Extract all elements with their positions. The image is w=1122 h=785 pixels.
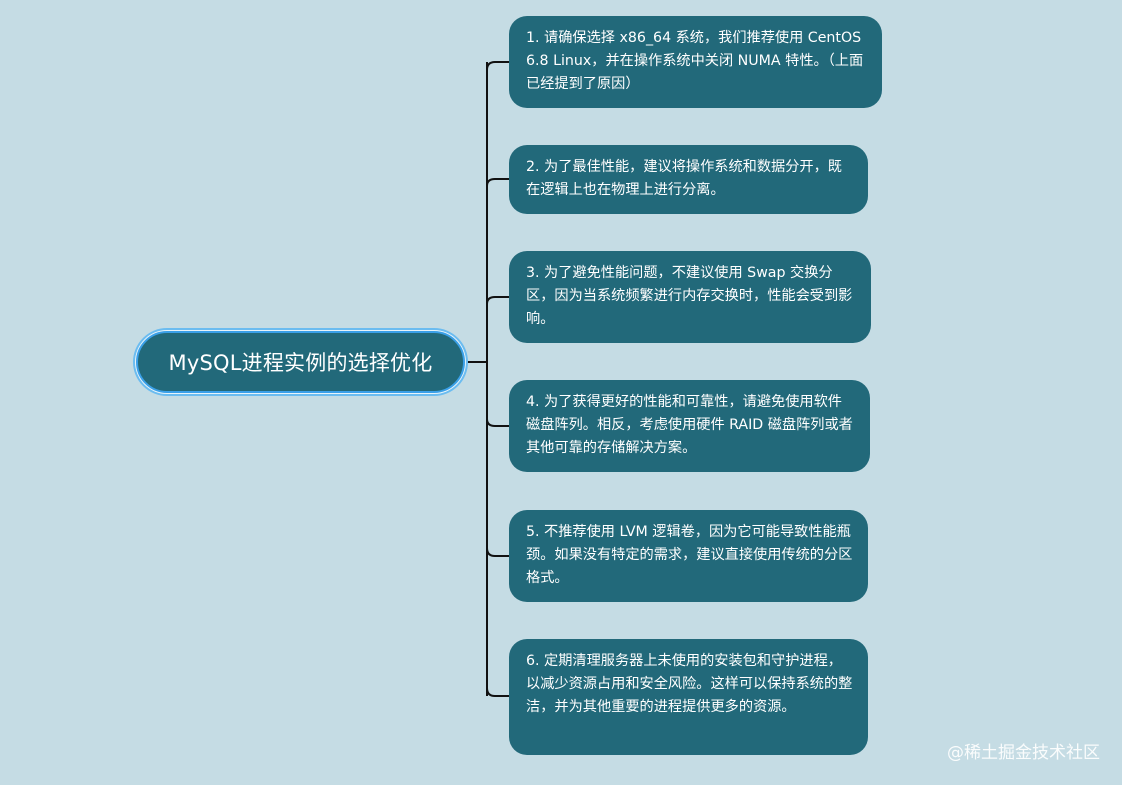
branch-node-4-text: 4. 为了获得更好的性能和可靠性，请避免使用软件磁盘阵列。相反，考虑使用硬件 R… <box>526 394 853 456</box>
branch-node-5-text: 5. 不推荐使用 LVM 逻辑卷，因为它可能导致性能瓶颈。如果没有特定的需求，建… <box>526 524 853 586</box>
branch-connector-5 <box>486 547 509 557</box>
branch-node-5[interactable]: 5. 不推荐使用 LVM 逻辑卷，因为它可能导致性能瓶颈。如果没有特定的需求，建… <box>509 510 868 602</box>
branch-connector-2 <box>486 178 509 187</box>
branch-node-1-text: 1. 请确保选择 x86_64 系统，我们推荐使用 CentOS 6.8 Lin… <box>526 30 864 92</box>
watermark-text: @稀土掘金技术社区 <box>947 743 1100 763</box>
branch-node-3[interactable]: 3. 为了避免性能问题，不建议使用 Swap 交换分区，因为当系统频繁进行内存交… <box>509 251 871 343</box>
branch-node-4[interactable]: 4. 为了获得更好的性能和可靠性，请避免使用软件磁盘阵列。相反，考虑使用硬件 R… <box>509 380 870 472</box>
branch-node-6[interactable]: 6. 定期清理服务器上未使用的安装包和守护进程，以减少资源占用和安全风险。这样可… <box>509 639 868 755</box>
branch-connector-4 <box>486 418 509 427</box>
root-topic-node[interactable]: MySQL进程实例的选择优化 <box>136 331 465 393</box>
branch-node-6-text: 6. 定期清理服务器上未使用的安装包和守护进程，以减少资源占用和安全风险。这样可… <box>526 653 853 715</box>
branch-connector-6 <box>486 687 509 697</box>
branch-node-3-text: 3. 为了避免性能问题，不建议使用 Swap 交换分区，因为当系统频繁进行内存交… <box>526 265 853 327</box>
branch-connector-3 <box>486 296 509 305</box>
root-topic-label: MySQL进程实例的选择优化 <box>168 351 433 375</box>
branch-node-2[interactable]: 2. 为了最佳性能，建议将操作系统和数据分开，既在逻辑上也在物理上进行分离。 <box>509 145 868 214</box>
branch-connector-1 <box>486 61 509 71</box>
branch-node-2-text: 2. 为了最佳性能，建议将操作系统和数据分开，既在逻辑上也在物理上进行分离。 <box>526 159 842 198</box>
branch-node-1[interactable]: 1. 请确保选择 x86_64 系统，我们推荐使用 CentOS 6.8 Lin… <box>509 16 882 108</box>
